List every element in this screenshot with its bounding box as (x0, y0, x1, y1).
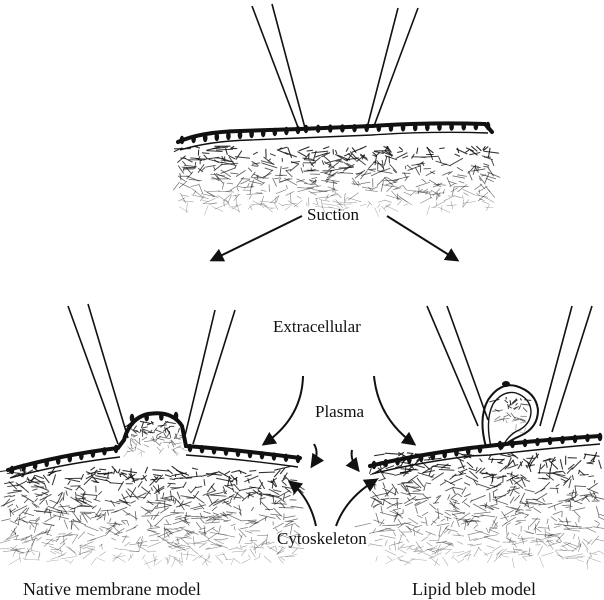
top-cell-section (173, 4, 500, 217)
plasma-arrow-left-short (312, 444, 317, 466)
suction-arrow-right (387, 216, 457, 260)
native-membrane-panel (0, 304, 305, 569)
native-membrane-proteins (10, 412, 301, 474)
plasma-label: Plasma (315, 403, 364, 420)
extracellular-label: Extracellular (273, 318, 361, 335)
plasma-arrow-right-short (352, 450, 358, 470)
suction-label: Suction (307, 206, 359, 223)
cytoskeleton-arrow-right (336, 480, 376, 526)
bleb-panel (355, 306, 604, 570)
suction-arrow-left (212, 216, 302, 260)
native-membrane-model-caption: Native membrane model (23, 580, 201, 598)
bleb-interior-texture (489, 397, 531, 433)
native-cytoskeleton-texture (0, 421, 305, 569)
top-pipette (252, 4, 418, 130)
plasma-arrow-left (264, 376, 303, 444)
cytoskeleton-label: Cytoskeleton (277, 530, 367, 547)
lipid-bleb-model-caption: Lipid bleb model (412, 580, 536, 598)
bleb-pipette (427, 306, 592, 432)
plasma-arrow-right (374, 376, 414, 444)
